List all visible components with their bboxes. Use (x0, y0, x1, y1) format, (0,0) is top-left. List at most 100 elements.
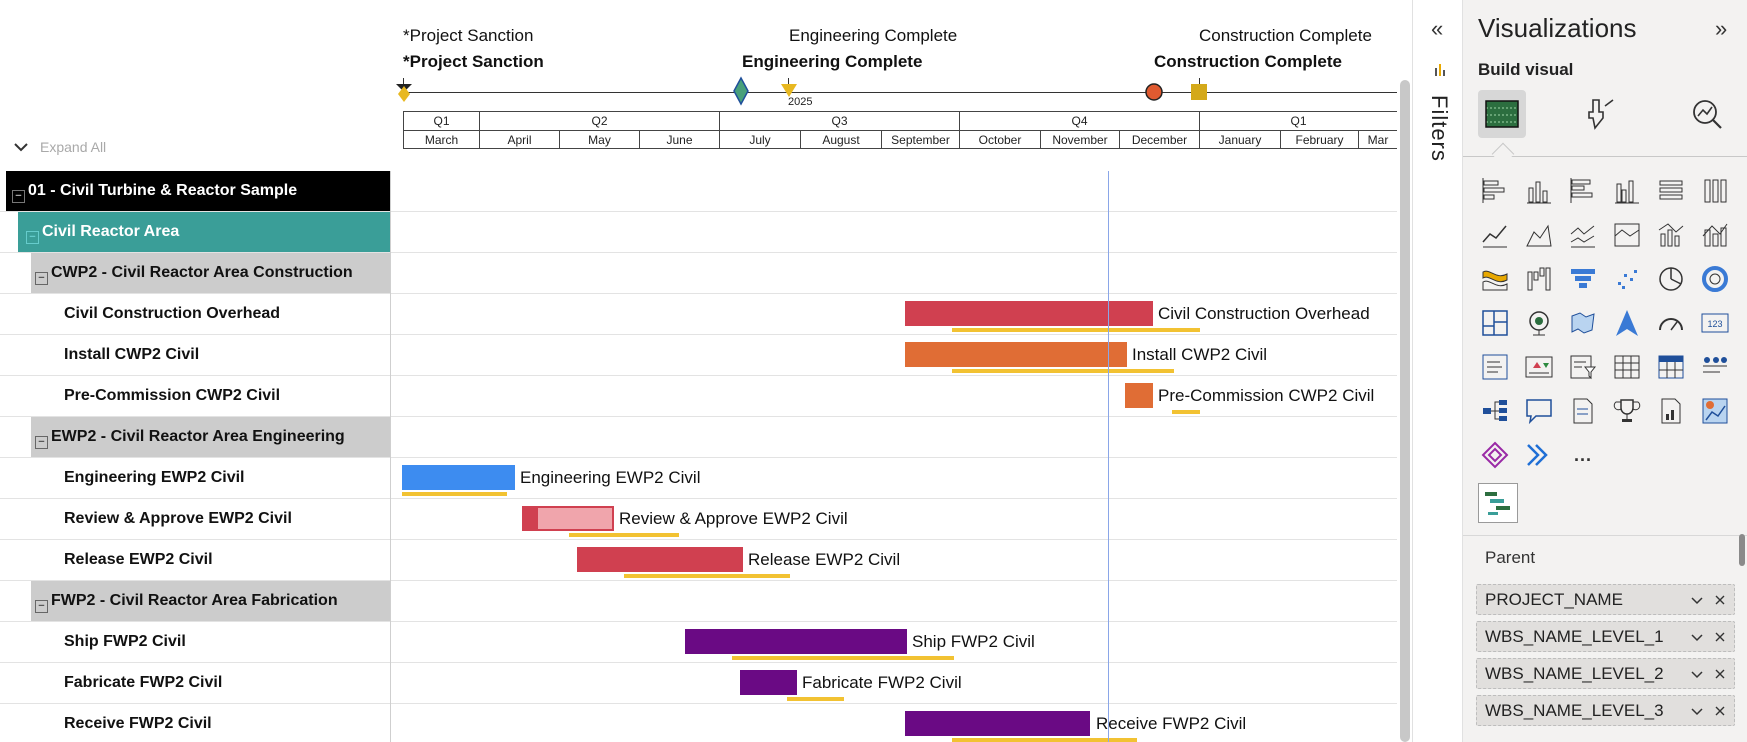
gantt-bar[interactable] (905, 711, 1090, 736)
waterfall-chart-icon[interactable] (1522, 262, 1556, 296)
gauge-icon[interactable] (1654, 306, 1688, 340)
field-well-item[interactable]: WBS_NAME_LEVEL_1 (1476, 621, 1735, 652)
table-row[interactable]: Review & Approve EWP2 Civil Review & App… (0, 499, 1397, 540)
100-stacked-bar-icon[interactable] (1654, 174, 1688, 208)
collapse-icon[interactable]: − (12, 189, 25, 203)
format-visual-button[interactable] (1575, 90, 1623, 138)
area-chart-icon[interactable] (1522, 218, 1556, 252)
gantt-bar[interactable] (577, 547, 743, 572)
trophy-icon[interactable] (1610, 394, 1644, 428)
close-icon[interactable] (1714, 594, 1726, 606)
kpi-icon[interactable] (1522, 350, 1556, 384)
triangle-milestone-icon[interactable] (779, 82, 799, 100)
gantt-bar[interactable] (1125, 383, 1153, 408)
gantt-bar[interactable] (522, 506, 614, 531)
power-apps-icon[interactable] (1478, 438, 1512, 472)
map-globe-icon[interactable] (1522, 306, 1556, 340)
multi-row-card-icon[interactable] (1478, 350, 1512, 384)
close-icon[interactable] (1714, 631, 1726, 643)
line-clustered-column-icon[interactable] (1654, 218, 1688, 252)
scrollbar-thumb[interactable] (1400, 80, 1410, 742)
analytics-button[interactable] (1683, 90, 1731, 138)
clustered-bar-chart-icon[interactable] (1566, 174, 1600, 208)
more-visuals-icon[interactable]: ... (1573, 444, 1592, 465)
row-label[interactable]: Review & Approve EWP2 Civil (64, 510, 292, 527)
qa-speech-icon[interactable] (1522, 394, 1556, 428)
close-icon[interactable] (1714, 705, 1726, 717)
build-visual-button[interactable] (1478, 90, 1526, 138)
gantt-bar[interactable] (740, 670, 797, 695)
row-label[interactable]: Pre-Commission CWP2 Civil (64, 387, 281, 404)
table-row[interactable]: Fabricate FWP2 Civil Fabricate FWP2 Civi… (0, 663, 1397, 704)
100-stacked-area-icon[interactable] (1610, 218, 1644, 252)
row-label[interactable]: − EWP2 - Civil Reactor Area Engineering (31, 417, 390, 457)
field-well-item[interactable]: WBS_NAME_LEVEL_2 (1476, 658, 1735, 689)
circle-milestone-icon[interactable] (1144, 82, 1164, 102)
gantt-scrollbar[interactable] (1397, 0, 1412, 742)
expand-pane-icon[interactable]: » (1715, 16, 1728, 41)
row-label[interactable]: Receive FWP2 Civil (64, 715, 212, 732)
power-automate-icon[interactable] (1522, 438, 1556, 472)
chevron-down-icon[interactable] (1690, 630, 1704, 644)
filled-map-icon[interactable] (1566, 306, 1600, 340)
field-well-item[interactable]: PROJECT_NAME (1476, 584, 1735, 615)
stacked-area-chart-icon[interactable] (1566, 218, 1600, 252)
collapse-icon[interactable]: − (26, 230, 39, 244)
field-well-item[interactable]: WBS_NAME_LEVEL_3 (1476, 695, 1735, 726)
pane-scrollbar-thumb[interactable] (1739, 534, 1745, 566)
treemap-icon[interactable] (1478, 306, 1512, 340)
donut-chart-icon[interactable] (1698, 262, 1732, 296)
table-row[interactable]: − 01 - Civil Turbine & Reactor Sample (0, 171, 1397, 212)
row-label[interactable]: Civil Construction Overhead (64, 305, 281, 322)
paginated-report-icon[interactable] (1654, 394, 1688, 428)
gantt-bar[interactable] (402, 465, 515, 490)
funnel-chart-icon[interactable] (1566, 262, 1600, 296)
chevron-down-icon[interactable] (1690, 667, 1704, 681)
table-row[interactable]: Pre-Commission CWP2 Civil Pre-Commission… (0, 376, 1397, 417)
row-label[interactable]: − FWP2 - Civil Reactor Area Fabrication (31, 581, 390, 621)
expand-all-button[interactable]: Expand All (12, 138, 106, 156)
project-sanction-marker-icon[interactable] (394, 82, 414, 106)
row-label[interactable]: Ship FWP2 Civil (64, 633, 186, 650)
square-milestone-icon[interactable] (1189, 82, 1209, 102)
close-icon[interactable] (1714, 668, 1726, 680)
stacked-column-chart-icon[interactable] (1522, 174, 1556, 208)
decomposition-tree-icon[interactable] (1698, 350, 1732, 384)
collapse-filters-icon[interactable]: « (1431, 16, 1444, 41)
table-row[interactable]: − CWP2 - Civil Reactor Area Construction (0, 253, 1397, 294)
gantt-custom-visual-button[interactable] (1478, 483, 1518, 523)
ribbon-chart-icon[interactable] (1478, 262, 1512, 296)
collapse-icon[interactable]: − (35, 271, 48, 285)
table-row[interactable]: Engineering EWP2 Civil Engineering EWP2 … (0, 458, 1397, 499)
table-row[interactable]: Civil Construction Overhead Civil Constr… (0, 294, 1397, 335)
table-row[interactable]: Ship FWP2 Civil Ship FWP2 Civil (0, 622, 1397, 663)
gantt-bar[interactable] (905, 342, 1127, 367)
stacked-bar-chart-icon[interactable] (1478, 174, 1512, 208)
narrative-icon[interactable] (1566, 394, 1600, 428)
card-123-icon[interactable]: 123 (1698, 306, 1732, 340)
table-row[interactable]: Install CWP2 Civil Install CWP2 Civil (0, 335, 1397, 376)
azure-map-icon[interactable] (1610, 306, 1644, 340)
table-icon[interactable] (1610, 350, 1644, 384)
row-label[interactable]: Engineering EWP2 Civil (64, 469, 245, 486)
filter-funnel-icon[interactable] (1433, 62, 1447, 78)
row-label[interactable]: Release EWP2 Civil (64, 551, 213, 568)
matrix-icon[interactable] (1654, 350, 1688, 384)
100-stacked-column-icon[interactable] (1698, 174, 1732, 208)
table-row[interactable]: Receive FWP2 Civil Receive FWP2 Civil (0, 704, 1397, 742)
pie-chart-icon[interactable] (1654, 262, 1688, 296)
filters-label[interactable]: Filters (1427, 95, 1452, 162)
scatter-chart-icon[interactable] (1610, 262, 1644, 296)
diamond-milestone-icon[interactable] (732, 76, 750, 106)
power-apps-map-icon[interactable] (1698, 394, 1732, 428)
slicer-icon[interactable] (1566, 350, 1600, 384)
table-row[interactable]: − EWP2 - Civil Reactor Area Engineering (0, 417, 1397, 458)
gantt-bar[interactable] (905, 301, 1153, 326)
line-chart-icon[interactable] (1478, 218, 1512, 252)
line-stacked-column-icon[interactable] (1698, 218, 1732, 252)
table-row[interactable]: − FWP2 - Civil Reactor Area Fabrication (0, 581, 1397, 622)
table-row[interactable]: Release EWP2 Civil Release EWP2 Civil (0, 540, 1397, 581)
row-label[interactable]: − CWP2 - Civil Reactor Area Construction (31, 253, 390, 293)
collapse-icon[interactable]: − (35, 435, 48, 449)
row-label[interactable]: − Civil Reactor Area (18, 212, 390, 252)
